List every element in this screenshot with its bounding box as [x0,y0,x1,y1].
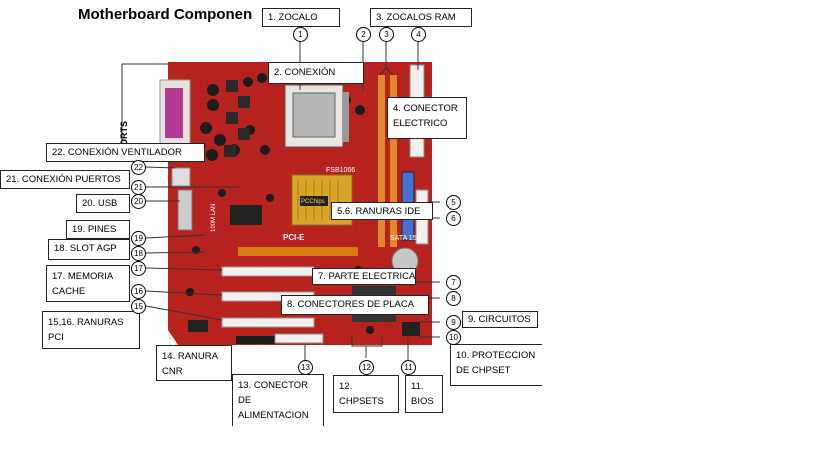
label-2-conexion: 2. CONEXIÓN [268,62,364,84]
label-9-circuitos: 9. CIRCUITOS [462,311,538,328]
label-21-conexion-puertos: 21. CONEXIÓN PUERTOS [0,170,130,189]
parallel-port [165,88,183,138]
bios-chip [402,322,420,336]
callout-4: 4 [411,27,426,42]
callout-20: 20 [131,194,146,209]
callout-5: 5 [446,195,461,210]
label-12-chpsets: 12. CHPSETS [333,375,399,413]
label-11-bios: 11. BIOS [405,375,443,413]
vrm-mosfets [224,80,250,157]
label-10-proteccion-chipset: 10. PROTECCION DE CHPSET [450,344,542,386]
label-22-conexion-ventilador: 22. CONEXIÓN VENTILADOR [46,143,205,162]
callout-8: 8 [446,291,461,306]
label-8-conectores-de-placa: 8. CONECTORES DE PLACA [281,295,429,315]
label-13-conector-alimentacion: 13. CONECTOR DE ALIMENTACION [232,374,324,426]
label-3-zocalos-ram: 3. ZOCALOS RAM [370,8,472,27]
callout-2: 2 [356,27,371,42]
callout-12: 12 [359,360,374,375]
callout-6: 6 [446,211,461,226]
board-text-fsb: FSB1066 [326,167,355,174]
front-panel-connector [274,333,324,344]
board-text-brand: PCChips [301,199,325,205]
board-text-pcie: PCI-E [283,233,305,242]
label-17-memoria-cache: 17. MEMORIA CACHE [46,265,130,302]
label-20-usb: 20. USB [76,194,130,213]
label-18-slot-agp: 18. SLOT AGP [48,239,130,260]
pci-slot-1 [221,266,315,277]
audio-chip [188,320,208,332]
diagram-title: Motherboard Components [78,6,266,23]
callout-15: 15 [131,299,146,314]
label-5-6-ranuras-ide: 5.6. RANURAS IDE [331,202,433,220]
usb-ports [171,167,191,187]
callout-18: 18 [131,246,146,261]
pci-slot-3 [221,317,315,328]
ram-slot-1 [378,75,385,247]
label-15-16-ranuras-pci: 15,16. RANURAS PCI [42,311,140,349]
callout-9: 9 [446,315,461,330]
callout-1: 1 [293,27,308,42]
board-text-ports: PORTS [119,121,129,152]
callout-11: 11 [401,360,416,375]
agp-slot [238,247,358,256]
label-7-parte-electrica: 7. PARTE ELECTRICA [312,268,416,285]
callout-13: 13 [298,360,313,375]
small-chip [230,205,262,225]
lan-port [177,189,193,231]
callout-19: 19 [131,231,146,246]
label-4-conector-electrico: 4. CONECTOR ELECTRICO [387,97,467,139]
cnr-slot [236,336,276,344]
label-1-zocalo: 1. ZOCALO [262,8,340,27]
callout-17: 17 [131,261,146,276]
callout-10: 10 [446,330,461,345]
label-19-pines: 19. PINES [66,220,130,239]
callout-16: 16 [131,284,146,299]
label-14-ranura-cnr: 14. RANURA CNR [156,345,232,381]
callout-3: 3 [379,27,394,42]
ram-slot-2 [390,75,397,247]
callout-7: 7 [446,275,461,290]
callout-22: 22 [131,160,146,175]
board-text-lan: 100M LAN [211,204,217,232]
callout-21: 21 [131,180,146,195]
board-text-sata: SATA 150 [390,235,421,242]
